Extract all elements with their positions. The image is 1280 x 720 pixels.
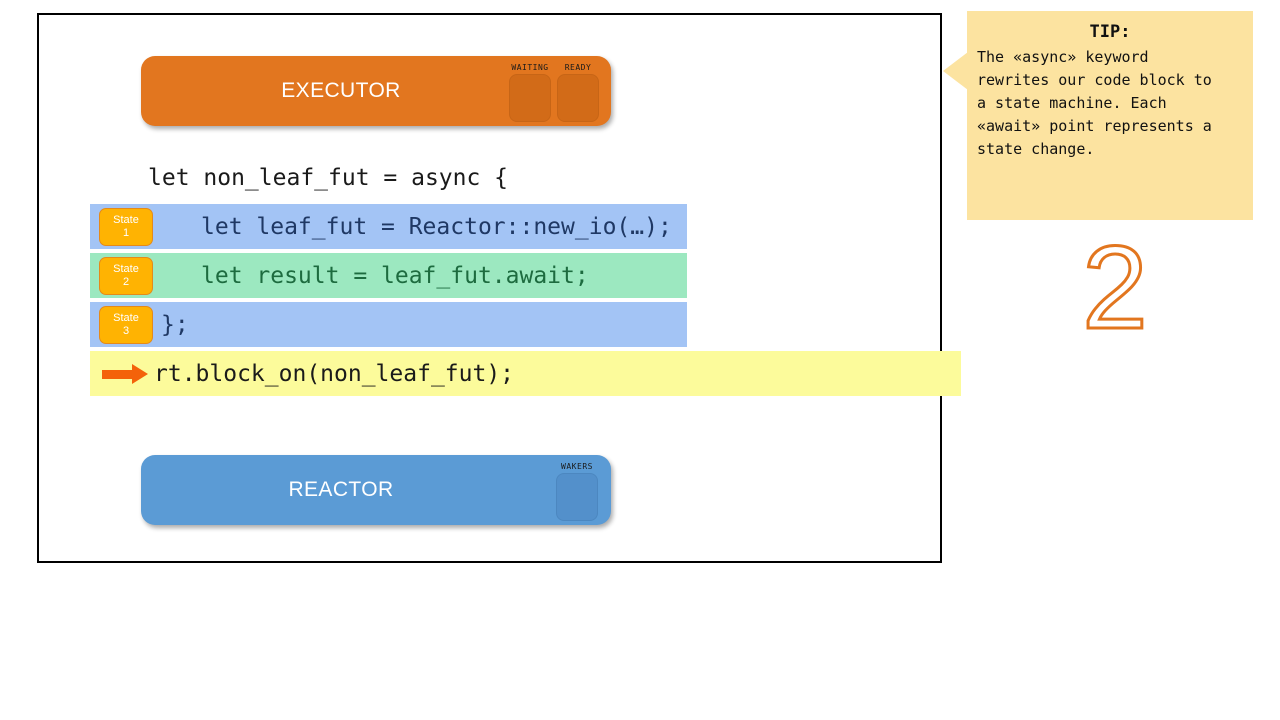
reactor-slot-group: WAKERS bbox=[556, 461, 598, 521]
reactor-title: REACTOR bbox=[288, 478, 394, 501]
executor-slot-ready[interactable]: READY bbox=[557, 62, 599, 122]
reactor-slot-wakers-label: WAKERS bbox=[561, 462, 593, 471]
code-listing: let non_leaf_fut = async { State 1 let l… bbox=[90, 155, 970, 396]
code-row: State 3 }; bbox=[90, 302, 687, 347]
code-row: rt.block_on(non_leaf_fut); bbox=[90, 351, 961, 396]
step-number: 2 bbox=[1081, 222, 1150, 354]
code-row: State 1 let leaf_fut = Reactor::new_io(…… bbox=[90, 204, 687, 249]
code-line-text: let leaf_fut = Reactor::new_io(…); bbox=[201, 213, 672, 240]
state-badge-word: State bbox=[113, 311, 139, 324]
state-badge-3[interactable]: State 3 bbox=[99, 305, 153, 344]
reactor-slot-wakers-well bbox=[556, 473, 598, 521]
state-badge-2[interactable]: State 2 bbox=[99, 256, 153, 295]
executor-slot-waiting-label: WAITING bbox=[511, 63, 549, 72]
executor-slot-group: WAITING READY bbox=[509, 62, 599, 122]
executor-slot-ready-well bbox=[557, 74, 599, 122]
state-badge-number: 1 bbox=[122, 226, 130, 239]
reactor-slot-wakers[interactable]: WAKERS bbox=[556, 461, 598, 521]
code-row: let non_leaf_fut = async { bbox=[90, 155, 970, 200]
tip-callout-pointer bbox=[943, 52, 968, 90]
tip-body: The «async» keyword rewrites our code bl… bbox=[977, 48, 1212, 158]
state-badge-number: 2 bbox=[122, 275, 130, 288]
code-line-text: let result = leaf_fut.await; bbox=[201, 262, 589, 289]
tip-heading: TIP: bbox=[1089, 22, 1131, 42]
state-badge-word: State bbox=[113, 213, 139, 226]
reactor-box bbox=[141, 455, 611, 525]
code-line-text: }; bbox=[161, 311, 189, 338]
state-badge-number: 3 bbox=[122, 324, 130, 337]
executor-slot-waiting-well bbox=[509, 74, 551, 122]
arrow-right-icon bbox=[102, 363, 150, 384]
slide-frame: EXECUTOR WAITING READY let non_leaf_fut … bbox=[37, 13, 961, 563]
state-badge-1[interactable]: State 1 bbox=[99, 207, 153, 246]
tip-callout: TIP: The «async» keyword rewrites our co… bbox=[967, 11, 1253, 220]
state-badge-word: State bbox=[113, 262, 139, 275]
code-line-text: let non_leaf_fut = async { bbox=[148, 164, 509, 191]
executor-slot-waiting[interactable]: WAITING bbox=[509, 62, 551, 122]
executor-slot-ready-label: READY bbox=[564, 63, 592, 72]
code-row: State 2 let result = leaf_fut.await; bbox=[90, 253, 687, 298]
code-line-text: rt.block_on(non_leaf_fut); bbox=[154, 360, 515, 387]
executor-title: EXECUTOR bbox=[281, 79, 401, 102]
